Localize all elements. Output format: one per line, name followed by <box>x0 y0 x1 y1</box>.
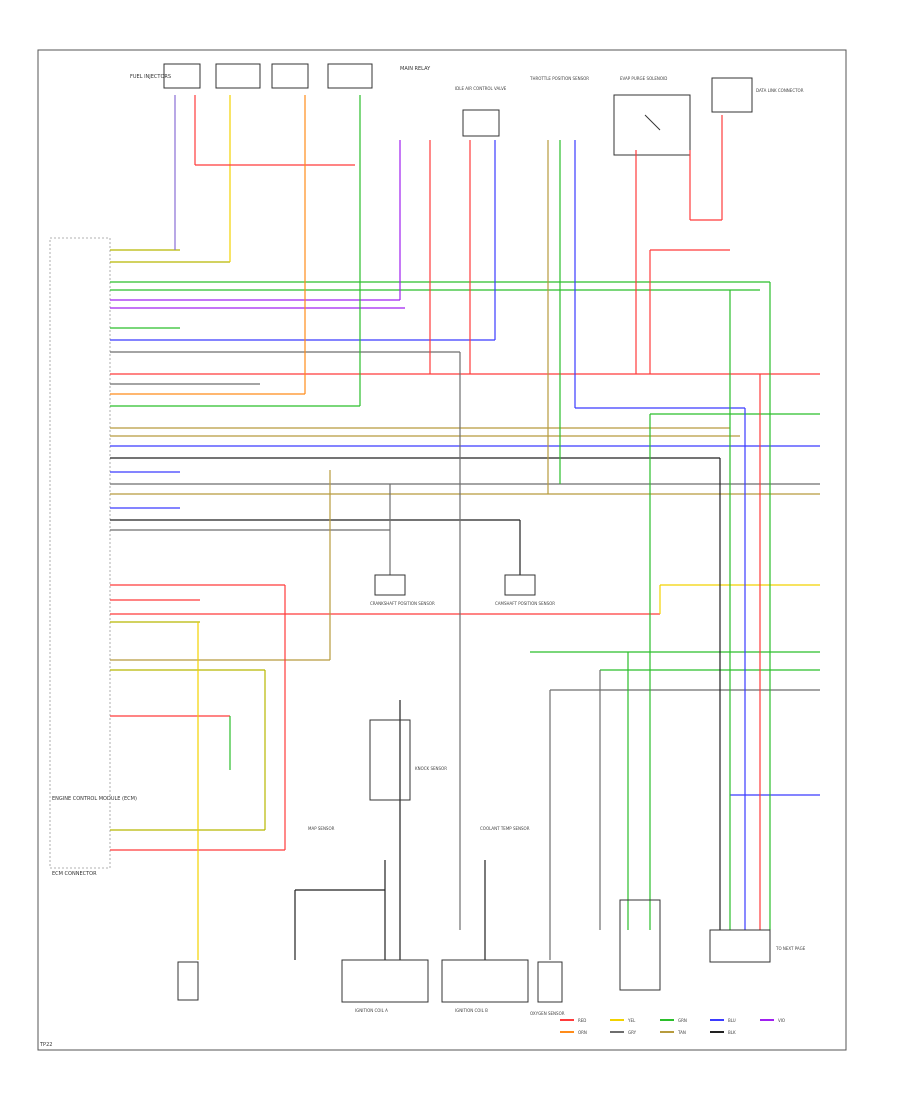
vertical-runs <box>174 95 771 960</box>
footer-code: TP22 <box>39 1042 52 1048</box>
ecu-label: ENGINE CONTROL MODULE (ECM) <box>52 796 137 802</box>
svg-text:IDLE AIR CONTROL VALVE: IDLE AIR CONTROL VALVE <box>455 86 507 91</box>
svg-text:IGNITION COIL A: IGNITION COIL A <box>355 1008 388 1013</box>
svg-text:COOLANT TEMP SENSOR: COOLANT TEMP SENSOR <box>480 826 530 831</box>
svg-text:OXYGEN SENSOR: OXYGEN SENSOR <box>530 1011 565 1016</box>
svg-text:KNOCK SENSOR: KNOCK SENSOR <box>415 766 447 771</box>
bottom-right-connector: TO NEXT PAGE <box>709 929 806 963</box>
ignition-coil-a: IGNITION COIL A <box>341 959 429 1013</box>
svg-text:EVAP PURGE SOLENOID: EVAP PURGE SOLENOID <box>620 76 667 81</box>
svg-text:TO NEXT PAGE: TO NEXT PAGE <box>775 946 806 951</box>
legend-label: BLU <box>728 1018 736 1023</box>
wire-legend: RED YEL GRN BLU VIO ORN GRY TAN BLK <box>560 1018 785 1035</box>
legend-label: GRY <box>628 1030 637 1035</box>
legend-label: BLK <box>728 1030 736 1035</box>
svg-text:DATA LINK CONNECTOR: DATA LINK CONNECTOR <box>756 88 804 93</box>
cam-sensor: CAMSHAFT POSITION SENSOR <box>495 574 555 606</box>
diagram-frame <box>37 49 847 1051</box>
ecu-connector-label: ECM CONNECTOR <box>52 871 97 877</box>
ignition-coil-b: IGNITION COIL B <box>441 959 529 1013</box>
coolant-sensor: COOLANT TEMP SENSOR <box>480 826 530 831</box>
iac-valve: IDLE AIR CONTROL VALVE <box>455 86 507 137</box>
throttle-sensor-label: THROTTLE POSITION SENSOR <box>529 76 589 81</box>
knock-sensor: KNOCK SENSOR <box>369 719 447 801</box>
svg-text:CRANKSHAFT POSITION SENSOR: CRANKSHAFT POSITION SENSOR <box>370 601 435 606</box>
svg-text:MAP SENSOR: MAP SENSOR <box>308 826 335 831</box>
legend-label: RED <box>578 1018 586 1023</box>
harness-lines <box>110 249 820 851</box>
legend-label: TAN <box>677 1030 686 1035</box>
legend-label: ORN <box>578 1030 587 1035</box>
legend-label: GRN <box>678 1018 687 1023</box>
evap-valve: EVAP PURGE SOLENOID <box>613 76 691 156</box>
throttle-sensor <box>177 961 199 1001</box>
svg-text:IGNITION COIL B: IGNITION COIL B <box>455 1008 488 1013</box>
fuel-injectors: FUEL INJECTORS <box>130 63 373 89</box>
legend-label: VIO <box>778 1018 785 1023</box>
legend-label: YEL <box>627 1018 636 1023</box>
map-sensor: MAP SENSOR <box>308 826 335 831</box>
svg-text:CAMSHAFT POSITION SENSOR: CAMSHAFT POSITION SENSOR <box>495 601 555 606</box>
data-link-connector: DATA LINK CONNECTOR <box>711 77 804 113</box>
crank-sensor: CRANKSHAFT POSITION SENSOR <box>370 574 435 606</box>
ecu-outline <box>49 237 111 869</box>
main-relay-label: MAIN RELAY <box>400 66 431 72</box>
evap-switch <box>619 899 661 991</box>
svg-text:FUEL INJECTORS: FUEL INJECTORS <box>130 74 171 80</box>
o2-sensor: OXYGEN SENSOR <box>530 961 565 1016</box>
